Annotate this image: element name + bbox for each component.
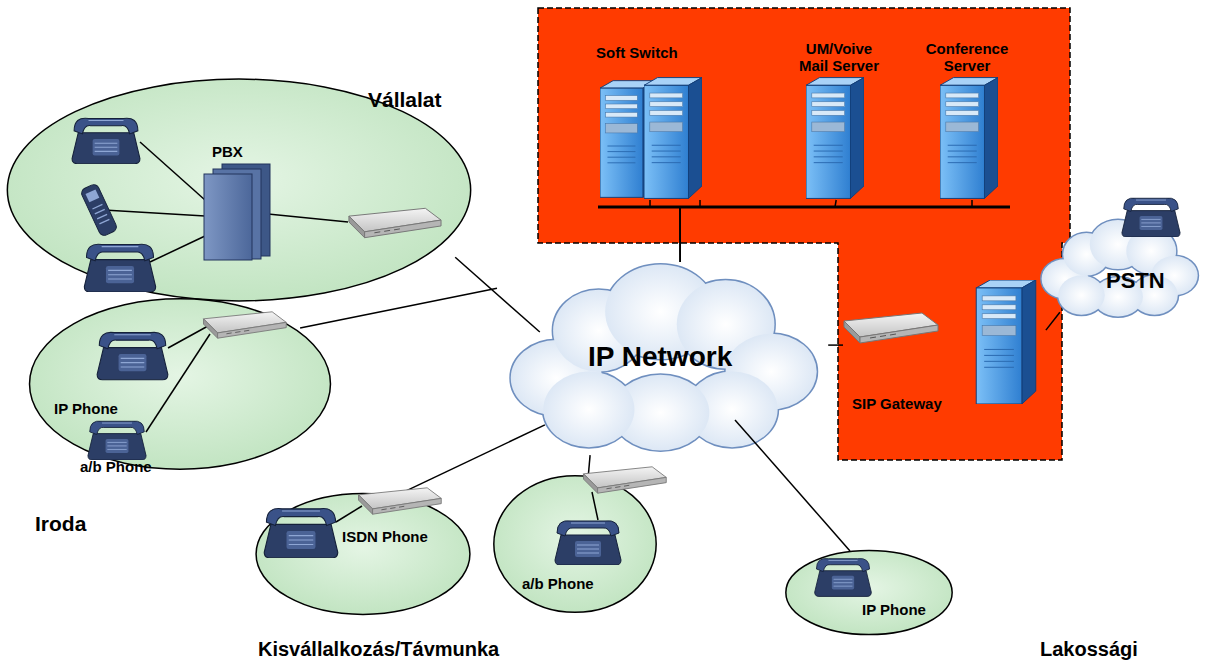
server-tower xyxy=(940,78,998,199)
pbx-node: PBX xyxy=(196,138,276,262)
ip-phone xyxy=(97,332,168,379)
network-cloud: IP Network xyxy=(488,255,833,463)
site-ellipse: IP Phone xyxy=(785,550,953,635)
ellipse-outline xyxy=(785,550,953,635)
server-bus xyxy=(598,206,1010,209)
server-tower xyxy=(600,81,656,198)
server-tower xyxy=(976,280,1036,404)
office-wires xyxy=(146,326,210,432)
provider-region xyxy=(538,8,1070,460)
network-link xyxy=(680,200,836,262)
network-link xyxy=(735,420,850,551)
network-link xyxy=(300,288,497,328)
ellipse-outline xyxy=(255,493,471,615)
node-label: a/b Phone xyxy=(80,458,152,475)
gateway-device xyxy=(844,313,938,343)
ellipse-outline xyxy=(28,298,332,470)
node-label: IP Phone xyxy=(54,400,118,417)
ellipse-outline xyxy=(493,475,657,613)
node-label: PBX xyxy=(212,143,243,160)
network-link xyxy=(588,455,590,478)
node-label: Iroda xyxy=(35,512,86,536)
network-link xyxy=(395,425,545,496)
ellipse-outline xyxy=(5,78,473,302)
site-ellipse: VállalatPBX xyxy=(5,78,473,302)
bus-drop xyxy=(699,200,701,207)
ab-wire xyxy=(592,492,598,520)
site-ellipse: IrodaIP Phonea/b Phone xyxy=(28,298,332,470)
pstn-cloud: PSTN xyxy=(1030,215,1206,323)
network-link xyxy=(828,344,843,346)
node-label: SIP Gateway xyxy=(852,395,942,412)
site-ellipse: a/b Phone xyxy=(493,475,657,613)
phone-node: IP Phone xyxy=(50,320,172,420)
desk-phone xyxy=(84,244,155,292)
network-link xyxy=(680,200,972,262)
ab-phone xyxy=(88,421,146,460)
isdn-wire xyxy=(336,506,362,522)
group-label: Kisvállalkozás/Távmunka xyxy=(258,638,499,661)
ab-phone xyxy=(555,521,621,565)
isdn-phone xyxy=(264,509,338,558)
gateway-device xyxy=(349,208,441,237)
node-label: a/b Phone xyxy=(522,575,594,592)
pbx-unit xyxy=(204,174,252,260)
gateway-device xyxy=(359,488,442,514)
node-label: Soft Switch xyxy=(596,44,678,61)
gateway-device xyxy=(584,467,667,493)
network-link xyxy=(455,257,540,332)
cordless-phone xyxy=(80,183,118,237)
server-node: Soft Switch xyxy=(592,38,712,200)
node-label: IP Network xyxy=(588,341,732,373)
node-label: Vállalat xyxy=(368,88,442,112)
network-link xyxy=(1046,312,1060,330)
ip-phone xyxy=(815,559,872,597)
node-label: PSTN xyxy=(1106,268,1165,293)
pbx-unit xyxy=(222,164,270,256)
desk-phone xyxy=(72,118,140,164)
network-link xyxy=(650,200,680,262)
gateway-device xyxy=(204,312,287,338)
node-label: UM/Voive Mail Server xyxy=(790,40,888,75)
gateway-node: SIP Gateway xyxy=(838,272,1048,422)
pbx-unit xyxy=(213,169,261,259)
pstn-phone xyxy=(1122,198,1180,237)
pbx-wires xyxy=(104,142,348,262)
server-tower xyxy=(644,78,702,199)
group-label: Lakossági xyxy=(1040,638,1138,661)
server-node: UM/Voive Mail Server xyxy=(788,38,900,200)
site-ellipse: ISDN Phone xyxy=(255,493,471,615)
phone-node: a/b Phone xyxy=(75,420,187,478)
node-label: ISDN Phone xyxy=(342,528,428,545)
node-label: IP Phone xyxy=(862,601,926,618)
server-node: Conference Server xyxy=(916,38,1028,200)
node-label: Conference Server xyxy=(918,40,1016,75)
server-tower xyxy=(806,78,864,199)
